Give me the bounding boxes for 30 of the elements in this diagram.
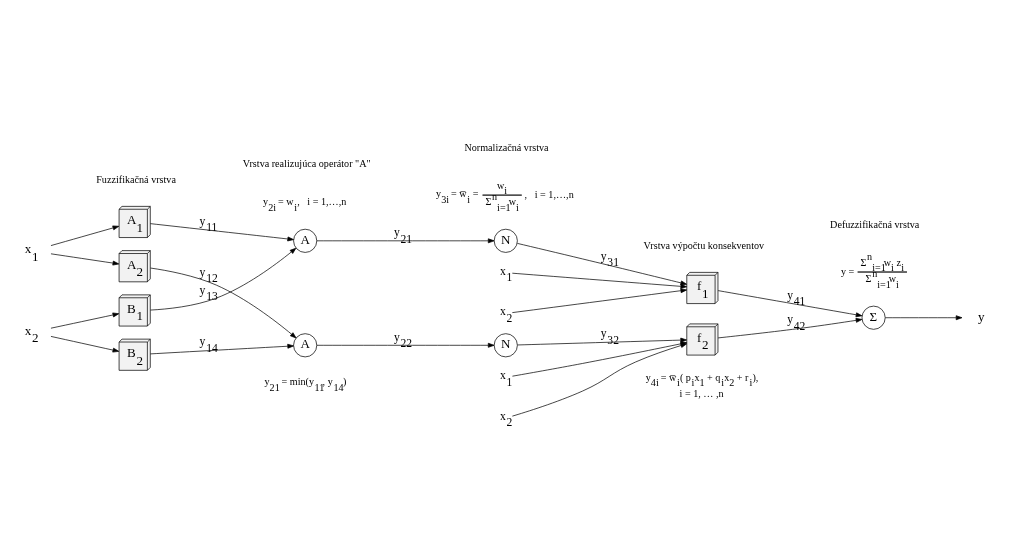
arrow bbox=[511, 288, 688, 313]
arrow bbox=[316, 342, 495, 348]
node-text: y bbox=[978, 308, 985, 324]
arrow bbox=[884, 315, 963, 321]
arrow bbox=[717, 290, 863, 318]
node-circle: A bbox=[293, 333, 318, 358]
label: i = 1, … ,n bbox=[679, 387, 724, 399]
node-circle: N bbox=[493, 228, 518, 253]
label: Normalizačná vrstva bbox=[464, 142, 549, 154]
label: Vrstva výpočtu konsekventov bbox=[643, 239, 765, 251]
arrow bbox=[50, 312, 120, 329]
arrow bbox=[316, 238, 495, 244]
label: Fuzzifikačná vrstva bbox=[96, 173, 176, 185]
arrow bbox=[50, 253, 120, 266]
node-circle: Σ bbox=[861, 305, 886, 330]
arrow bbox=[150, 247, 297, 311]
arrow bbox=[150, 267, 297, 339]
node-circle: A bbox=[293, 228, 318, 253]
node-circle: N bbox=[493, 333, 518, 358]
arrow bbox=[511, 272, 688, 289]
label: Vrstva realizujúca operátor "A" bbox=[242, 157, 371, 169]
label: , i = 1,…,n bbox=[524, 188, 574, 200]
arrow bbox=[150, 223, 294, 242]
arrow bbox=[717, 317, 863, 339]
label: y = bbox=[840, 265, 855, 277]
label: Defuzzifikačná vrstva bbox=[830, 218, 920, 230]
arrow bbox=[50, 225, 120, 246]
arrow bbox=[50, 336, 120, 353]
arrow bbox=[150, 343, 294, 355]
arrow bbox=[517, 243, 687, 286]
